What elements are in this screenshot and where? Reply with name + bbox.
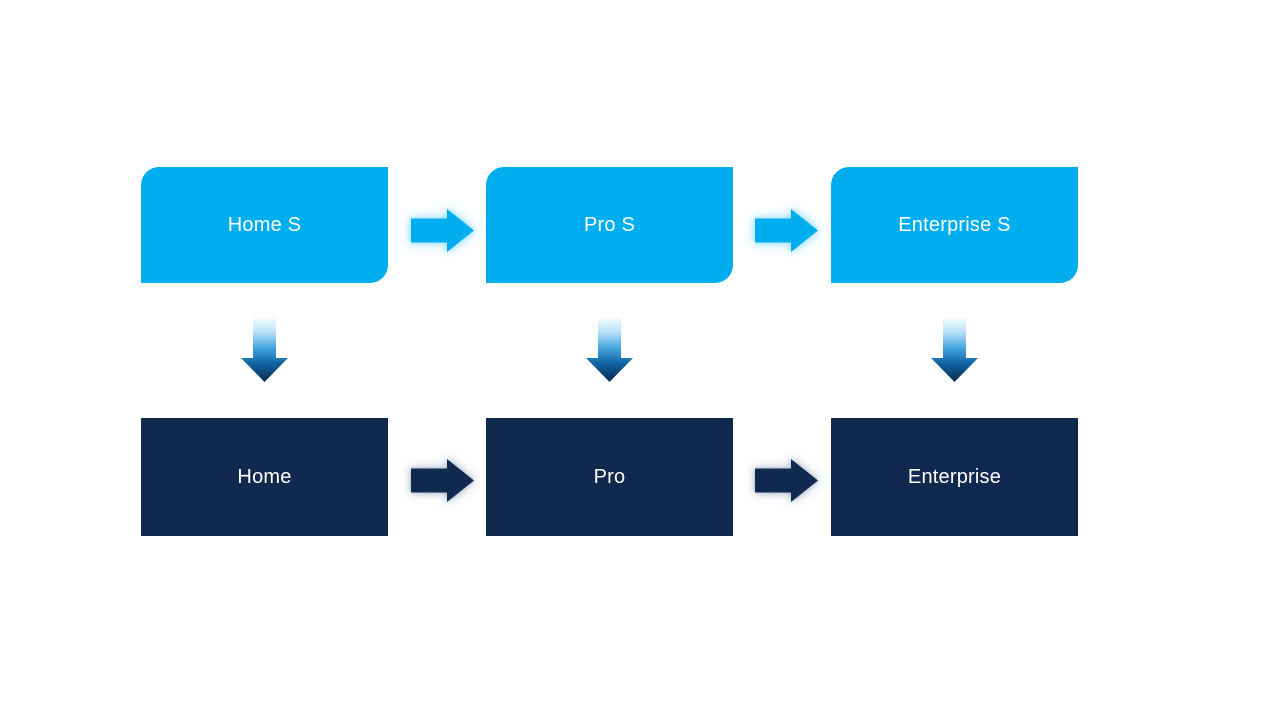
right-arrow-home-s-to-pro-s-icon — [411, 209, 474, 252]
down-arrow-pro-s-to-pro-icon — [586, 318, 633, 382]
down-arrow-enterprise-s-to-enterprise-icon — [931, 318, 978, 382]
right-arrow-home-to-pro-icon — [411, 459, 474, 502]
node-pro: Pro — [486, 418, 733, 536]
node-enterprise-s-label: Enterprise S — [898, 213, 1011, 236]
node-home-label: Home — [237, 465, 292, 488]
down-arrow-home-s-to-home-icon — [241, 318, 288, 382]
node-home: Home — [141, 418, 388, 536]
node-pro-label: Pro — [593, 465, 626, 488]
node-pro-s-label: Pro S — [583, 213, 636, 236]
node-home-s-label: Home S — [227, 213, 302, 236]
right-arrow-pro-s-to-enterprise-s-icon — [755, 209, 818, 252]
right-arrow-pro-to-enterprise-icon — [755, 459, 818, 502]
node-home-s: Home S — [141, 167, 388, 283]
node-pro-s: Pro S — [486, 167, 733, 283]
node-enterprise-label: Enterprise — [907, 465, 1002, 488]
node-enterprise-s: Enterprise S — [831, 167, 1078, 283]
node-enterprise: Enterprise — [831, 418, 1078, 536]
